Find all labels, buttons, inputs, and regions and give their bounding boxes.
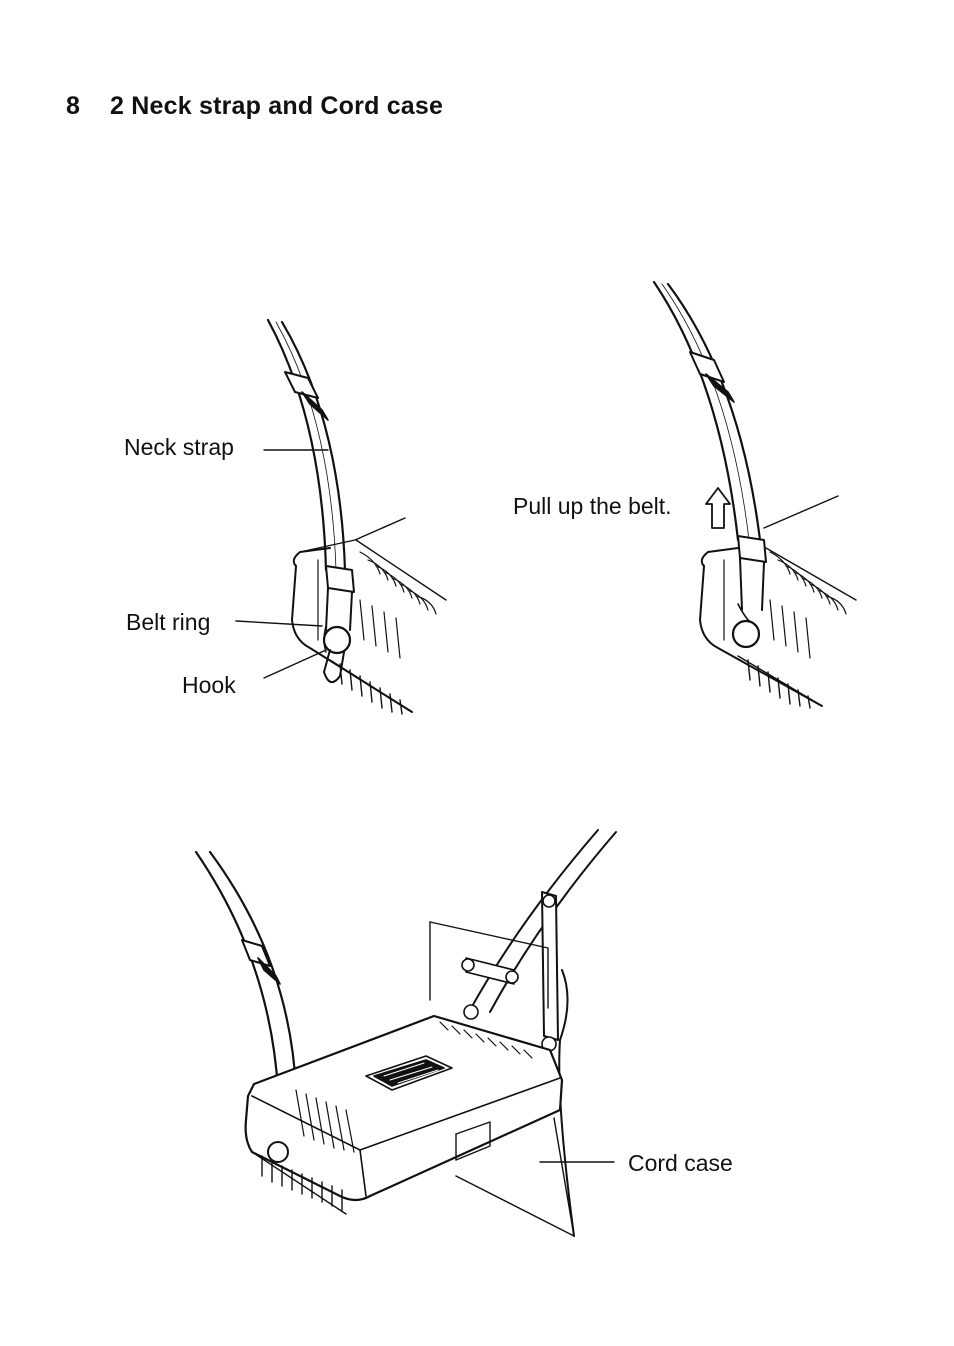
device-body-illustration [292,518,446,714]
up-arrow-icon [706,488,730,528]
label-hook: Hook [182,672,236,698]
page-number: 8 [66,92,81,120]
neck-strap-illustration-2 [654,282,766,610]
device-body-illustration-2 [700,496,856,708]
neck-strap-illustration [268,320,354,630]
label-pull-up-belt: Pull up the belt. [513,493,672,519]
page-header: 8 2 Neck strap and Cord case [66,92,443,121]
label-neck-strap: Neck strap [124,434,234,460]
section-title: 2 Neck strap and Cord case [110,92,444,120]
figure-cord-case [196,830,616,1236]
label-belt-ring: Belt ring [126,609,211,635]
figure-pull-belt [654,282,856,708]
label-cord-case: Cord case [628,1150,733,1176]
figure-neck-strap-attach [236,320,446,714]
